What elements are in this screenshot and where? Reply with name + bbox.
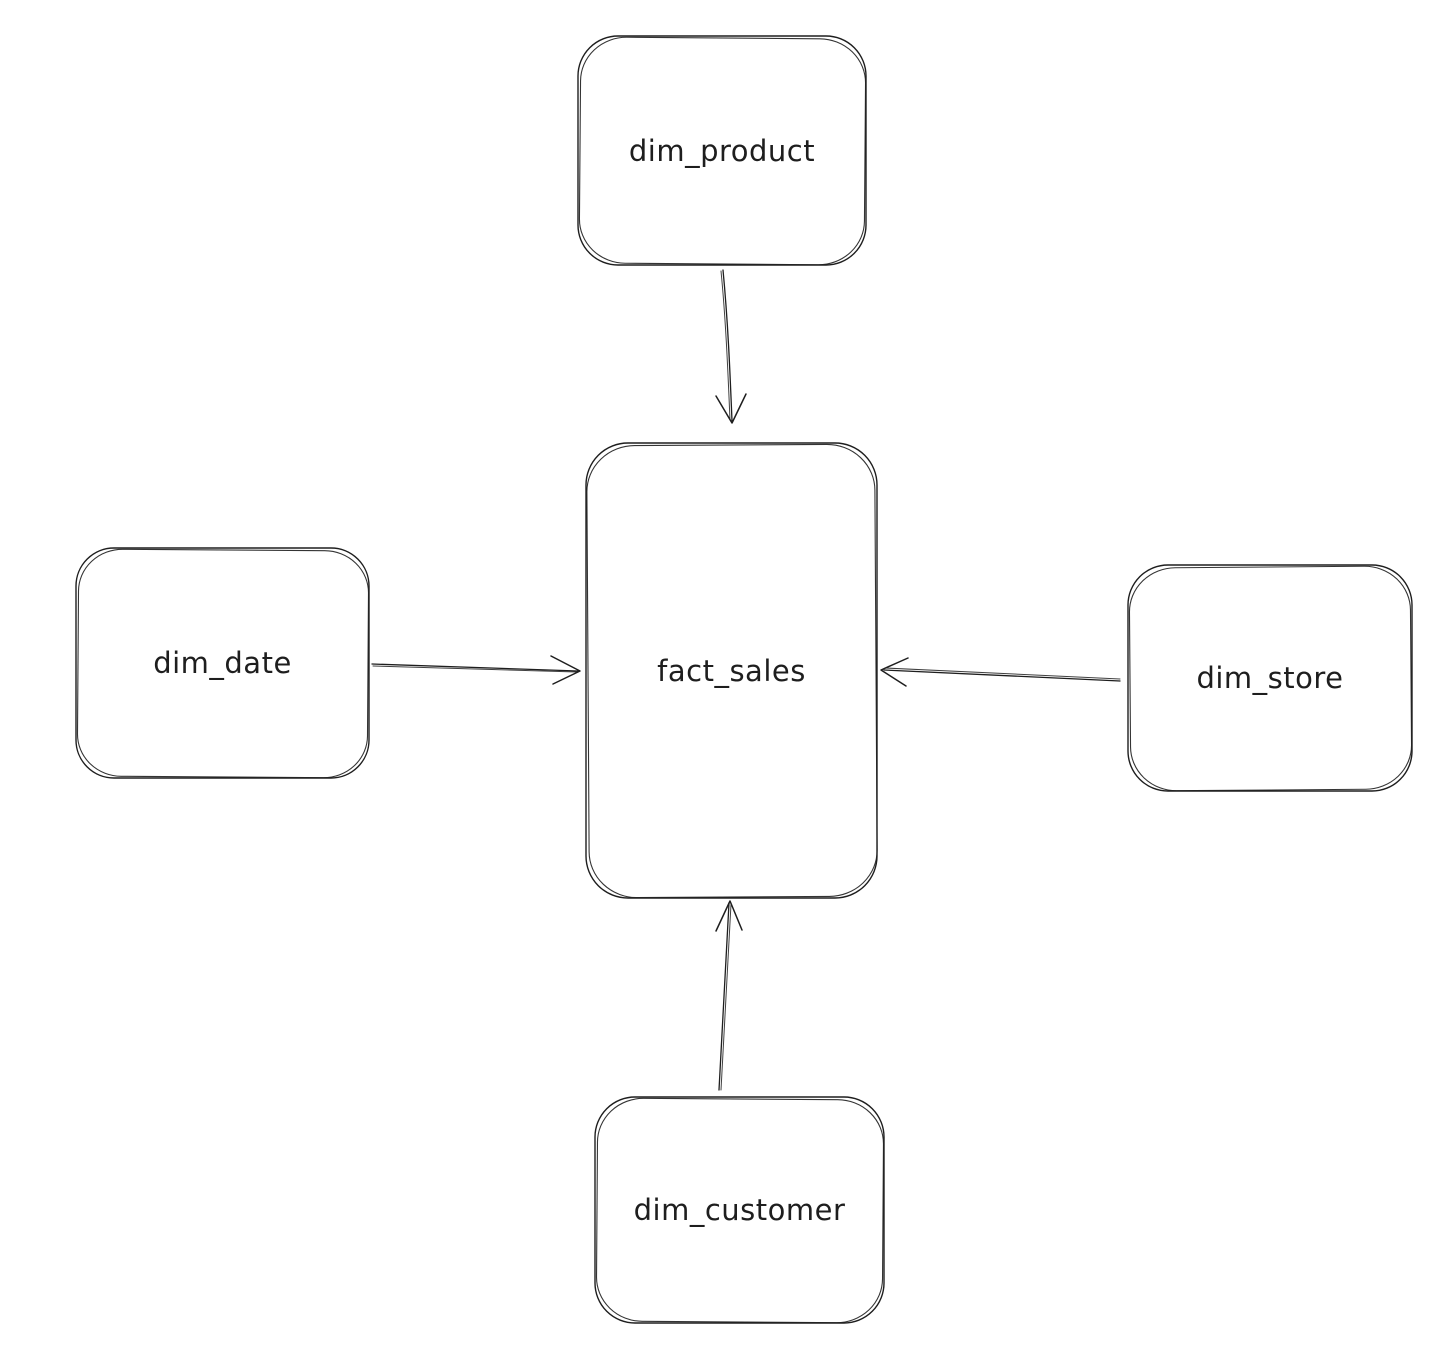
fact-sales-box-outline-sketch	[586, 443, 878, 899]
edge-dim-product-to-fact-sales	[715, 269, 747, 424]
edge-dim-customer-arrowhead	[715, 900, 743, 932]
dim-store-box-outline	[1127, 564, 1413, 792]
dim-product-box-outline	[577, 35, 867, 266]
dim-product-box-outline-sketch	[578, 36, 867, 266]
edge-dim-store-shaft	[883, 669, 1121, 682]
edge-dim-customer-shaft	[718, 902, 730, 1091]
dim-store-box-outline-sketch	[1128, 565, 1413, 792]
edge-dim-store-shaft-sketch	[884, 667, 1121, 680]
dim-product-box	[577, 35, 867, 266]
dim-customer-box	[594, 1096, 885, 1324]
edge-dim-store-arrowhead	[880, 657, 909, 687]
edge-dim-product-shaft-sketch	[720, 270, 731, 421]
fact-sales-box-outline	[585, 442, 878, 899]
edge-dim-product-shaft	[722, 269, 733, 422]
dim-store-box	[1127, 564, 1413, 792]
edge-dim-customer-shaft-sketch	[720, 903, 732, 1091]
fact-sales-box	[585, 442, 878, 899]
dim-date-box	[75, 547, 370, 779]
edge-dim-product-arrowhead	[715, 393, 747, 424]
edge-dim-customer-to-fact-sales	[715, 900, 743, 1091]
dim-customer-box-outline-sketch	[595, 1097, 885, 1324]
dim-date-box-outline	[75, 547, 370, 779]
edge-dim-store-to-fact-sales	[880, 657, 1121, 687]
edge-dim-date-arrowhead	[550, 655, 581, 685]
dim-date-box-outline-sketch	[76, 548, 370, 779]
edge-dim-date-shaft-sketch	[372, 665, 578, 673]
edge-dim-date-to-fact-sales	[371, 655, 581, 685]
edge-dim-date-shaft	[371, 663, 579, 672]
dim-customer-box-outline	[594, 1096, 885, 1324]
